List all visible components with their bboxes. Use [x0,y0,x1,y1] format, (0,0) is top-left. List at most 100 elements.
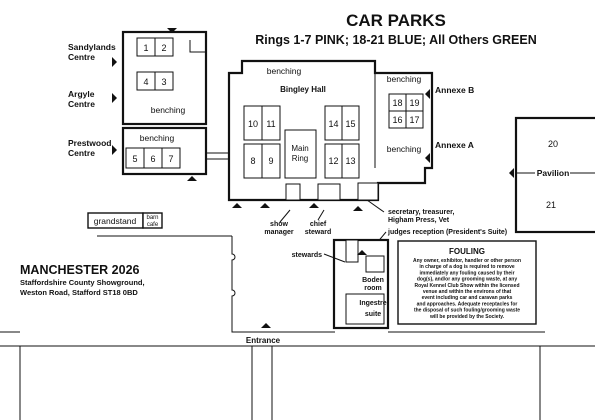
ring-5-label: 5 [132,154,137,164]
ring-2-label: 2 [161,43,166,53]
prestwood-label: Prestwood [68,138,111,148]
ring-4-label: 4 [143,77,148,87]
car-park-colours: Rings 1-7 PINK; 18-21 BLUE; All Others G… [255,33,537,47]
door-arrow-icon [112,57,117,67]
fouling-line: Any owner, exhibitor, handler or other p… [413,258,521,264]
stewards-label: stewards [292,252,322,259]
benching-label-annexe-b: benching [387,74,422,84]
ingestre-suite-label: Ingestre [359,300,386,307]
ring-2 [154,37,174,57]
ring-18-label: 18 [392,98,402,108]
door-arrow-icon [112,93,117,103]
annexe-a-label: Annexe A [435,140,474,150]
sandylands-label-2: Centre [68,52,95,62]
fouling-line: venue and within the environs of that [423,289,512,295]
ring-9 [261,143,281,179]
fouling-box [397,240,537,325]
fouling-line: and approaches. Adequate receptacles for [417,301,518,307]
fouling-line: dog(s), and/or any grooming waste, at an… [417,277,518,283]
fouling-line: in charge of a dog is required to remove [419,264,515,270]
bingley-hall-complex: benching Bingley Hall 10 11 8 9 Main Rin… [227,59,434,202]
chief-steward-label: chief [310,221,327,228]
show-manager-leader [279,209,291,223]
ingestre-suite-label-2: suite [365,311,381,318]
stewards-room [345,239,359,263]
roads: Entrance [0,235,595,420]
ring-3 [154,71,174,91]
ring-19-label: 19 [409,98,419,108]
ring-21-label: 21 [546,200,556,210]
door-arrow-icon [260,203,270,208]
bingley-hall-label: Bingley Hall [280,85,326,94]
ring-11-label: 11 [266,119,275,129]
argyle-label: Argyle [68,89,95,99]
venue-line-1: Staffordshire County Showground, [20,278,145,287]
door-arrow-icon [261,323,271,328]
ring-6-label: 6 [150,154,155,164]
main-ring [284,129,317,179]
show-manager-office [285,183,301,201]
benching-label-prestwood: benching [140,133,175,143]
road-right-edge [231,236,335,333]
ring-15-label: 15 [345,119,355,129]
grandstand-label: grandstand [94,216,137,226]
fouling-heading: FOULING [449,247,485,256]
benching-label-annexe-a: benching [387,144,422,154]
boden-room-label-2: room [364,285,382,292]
annexe-b-label: Annexe B [435,85,474,95]
secretary-office [357,182,379,201]
ring-20-label: 20 [548,139,558,149]
main-ring-label: Main [291,144,308,153]
fouling-line: Royal Kennel Club Show within the licens… [414,283,519,289]
map-title: CAR PARKS [346,11,446,30]
ring-13-label: 13 [345,156,355,166]
secretary-label: secretary, treasurer, [388,209,454,216]
centres-block: 1 2 4 3 benching benching 5 6 7 [121,30,230,176]
boden-room-label: Boden [362,277,384,284]
ingestre-suite-box [345,293,385,325]
door-arrow-icon [509,168,514,178]
secretary-label-2: Higham Press, Vet [388,217,450,224]
prestwood-label-2: Centre [68,148,95,158]
ring-17 [405,110,424,129]
pavilion: 20 Pavilion 21 [514,116,595,234]
judges-reception-label: judges reception (President's Suite) [387,229,507,236]
barn-cafe-label-2: cafe [147,222,159,228]
benching-label-argyle: benching [151,105,186,115]
stewards-leader [323,253,346,263]
door-arrow-icon [167,28,177,33]
fouling-text: Any owner, exhibitor, handler or other p… [413,258,521,320]
boden-room-box [365,255,385,273]
sandylands-label: Sandylands [68,42,116,52]
corner-partition [189,40,206,53]
fouling-notice: FOULING Any owner, exhibitor, handler or… [397,240,537,325]
ring-3-label: 3 [161,77,166,87]
main-ring-label-2: Ring [292,154,308,163]
fouling-line: will be provided by the Society. [429,314,505,320]
ring-11 [261,105,281,141]
chief-steward-office [317,183,341,201]
ring-15 [341,105,360,141]
fouling-line: the disposal of such fouling/grooming wa… [414,308,520,314]
ring-12-label: 12 [328,156,338,166]
door-arrows [112,28,514,328]
pavilion-label: Pavilion [537,168,570,178]
show-name: MANCHESTER 2026 [20,263,140,277]
ring-9-label: 9 [268,156,273,166]
chief-steward-leader [317,209,325,221]
benching-label-top: benching [267,66,302,76]
entrance-label: Entrance [246,336,281,345]
door-arrow-icon [357,250,367,255]
fouling-line: event including car and caravan parks [422,295,513,301]
door-arrow-icon [425,89,430,99]
door-arrow-icon [309,203,319,208]
ring-7-label: 7 [168,154,173,164]
chief-steward-label-2: steward [305,229,331,236]
ring-10-label: 10 [248,119,258,129]
ring-7 [161,147,181,169]
fouling-line: immediately any fouling caused by their [419,270,514,276]
ring-1-label: 1 [143,43,148,53]
door-arrow-icon [232,203,242,208]
ring-14-label: 14 [328,119,338,129]
